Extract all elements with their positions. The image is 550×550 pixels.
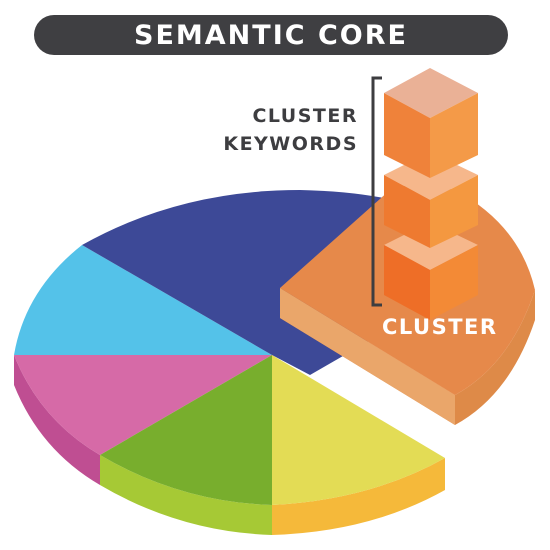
keywords-bracket: [371, 76, 382, 307]
pink-slice: [14, 355, 272, 455]
cluster-label: CLUSTER: [382, 315, 498, 339]
light-blue-slice: [14, 245, 272, 355]
orange-slice-front: [280, 288, 455, 425]
cluster-keywords-line2: KEYWORDS: [223, 133, 358, 155]
yellow-slice-side: [272, 458, 445, 535]
orange-slice-side: [280, 288, 535, 425]
cluster-keywords-label: CLUSTER KEYWORDS: [223, 102, 358, 158]
pink-slice-side: [14, 355, 100, 485]
green-slice-side: [100, 455, 272, 535]
yellow-slice: [272, 355, 445, 505]
cube-top: [384, 68, 478, 178]
page-title: SEMANTIC CORE: [134, 19, 408, 51]
cluster-keywords-line1: CLUSTER: [252, 105, 358, 127]
title-banner: SEMANTIC CORE: [34, 15, 508, 55]
green-slice: [100, 355, 272, 505]
